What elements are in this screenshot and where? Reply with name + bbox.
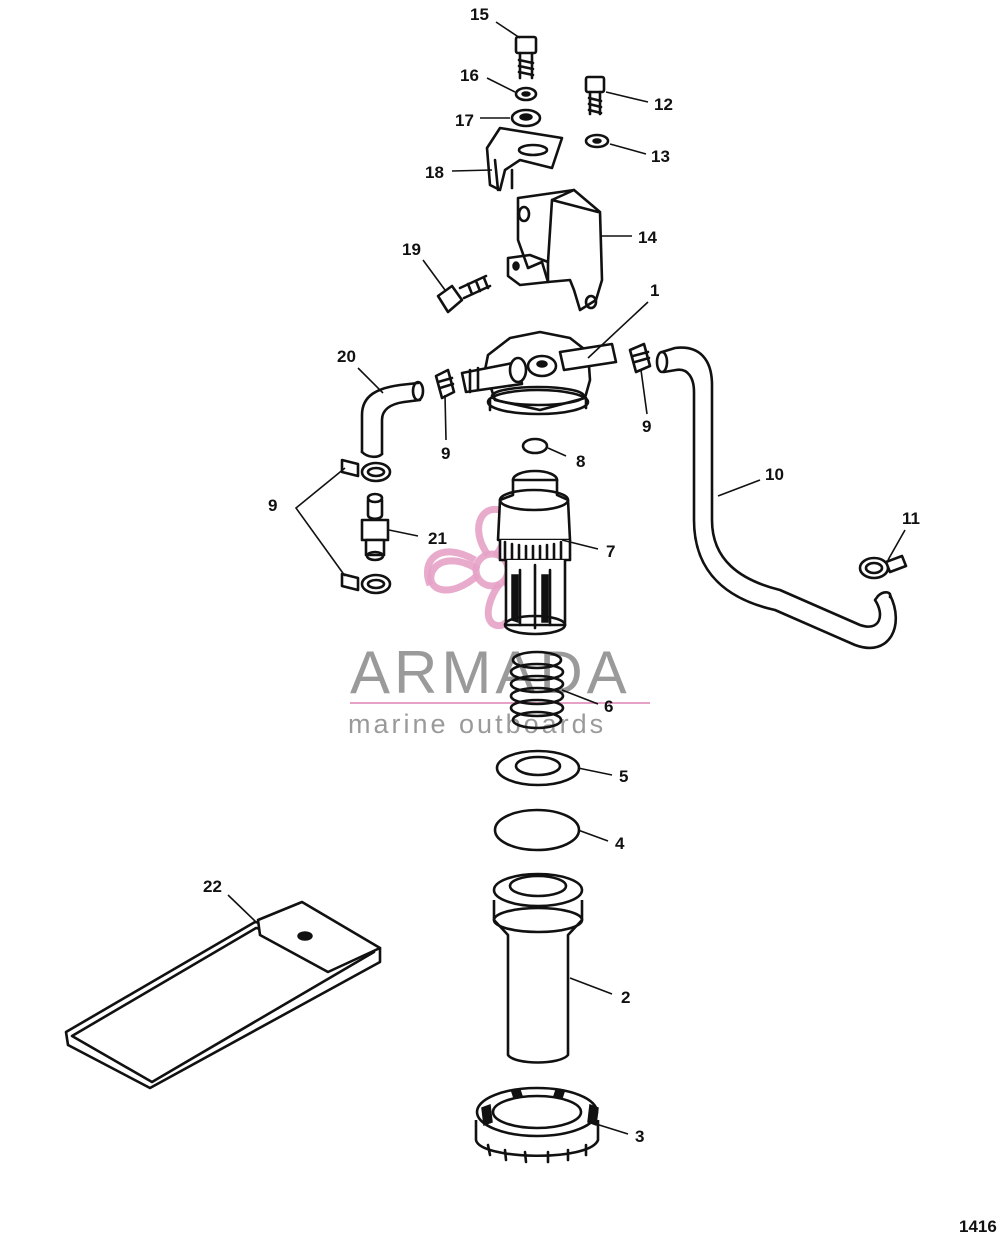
part-1-filter-head (460, 330, 618, 416)
callouts: 15 16 17 18 12 13 14 19 1 20 9 9 8 10 11… (203, 5, 920, 1146)
part-3-retaining-ring (474, 1086, 600, 1164)
callout-2: 2 (621, 988, 630, 1007)
callout-21: 21 (428, 529, 447, 548)
callout-13: 13 (651, 147, 670, 166)
part-12-bolt (584, 75, 606, 116)
callout-20: 20 (337, 347, 356, 366)
part-10-hose (655, 346, 898, 650)
part-9-clamp-lower (340, 572, 392, 595)
callout-15: 15 (470, 5, 489, 24)
callout-5: 5 (619, 767, 628, 786)
part-2-filter-bowl (492, 872, 584, 1064)
part-14-bracket (506, 188, 604, 312)
callout-9-left: 9 (441, 444, 450, 463)
part-9-clamp-left (434, 368, 456, 400)
callout-14: 14 (638, 228, 657, 247)
part-21-fitting (360, 492, 390, 562)
callout-10: 10 (765, 465, 784, 484)
callout-1: 1 (650, 281, 659, 300)
part-20-hose (360, 380, 425, 459)
part-11-clamp (858, 554, 908, 580)
callout-12: 12 (654, 95, 673, 114)
callout-9-group: 9 (268, 496, 277, 515)
callout-7: 7 (606, 542, 615, 561)
part-16-lock-washer (514, 86, 538, 102)
callout-11: 11 (902, 509, 920, 528)
part-13-washer (584, 133, 610, 149)
part-7-filter-element (496, 469, 572, 636)
callout-8: 8 (576, 452, 585, 471)
watermark-brand: ARMADA (350, 639, 631, 706)
part-8-o-ring (521, 437, 549, 455)
part-4-o-ring (493, 808, 581, 852)
part-19-screw (436, 274, 492, 314)
watermark-tagline: marine outboards (348, 709, 606, 739)
watermark: ARMADA marine outboards (348, 505, 650, 739)
part-17-washer (510, 108, 542, 128)
part-9-clamp-right (628, 342, 652, 374)
part-22-pouch (64, 900, 382, 1090)
part-18-clip (485, 126, 564, 192)
part-9-clamp-upper (340, 458, 392, 483)
callout-6: 6 (604, 697, 613, 716)
part-5-gasket (495, 749, 581, 787)
part-6-spring (509, 650, 565, 730)
callout-22: 22 (203, 877, 222, 896)
callout-17: 17 (455, 111, 474, 130)
leader-lines (227, 21, 906, 1135)
callout-19: 19 (402, 240, 421, 259)
diagram-reference-code: 1416 (959, 1217, 997, 1236)
callout-3: 3 (635, 1127, 644, 1146)
callout-16: 16 (460, 66, 479, 85)
callout-4: 4 (615, 834, 625, 853)
part-15-bolt (514, 35, 538, 80)
callout-18: 18 (425, 163, 444, 182)
callout-9-right: 9 (642, 417, 651, 436)
